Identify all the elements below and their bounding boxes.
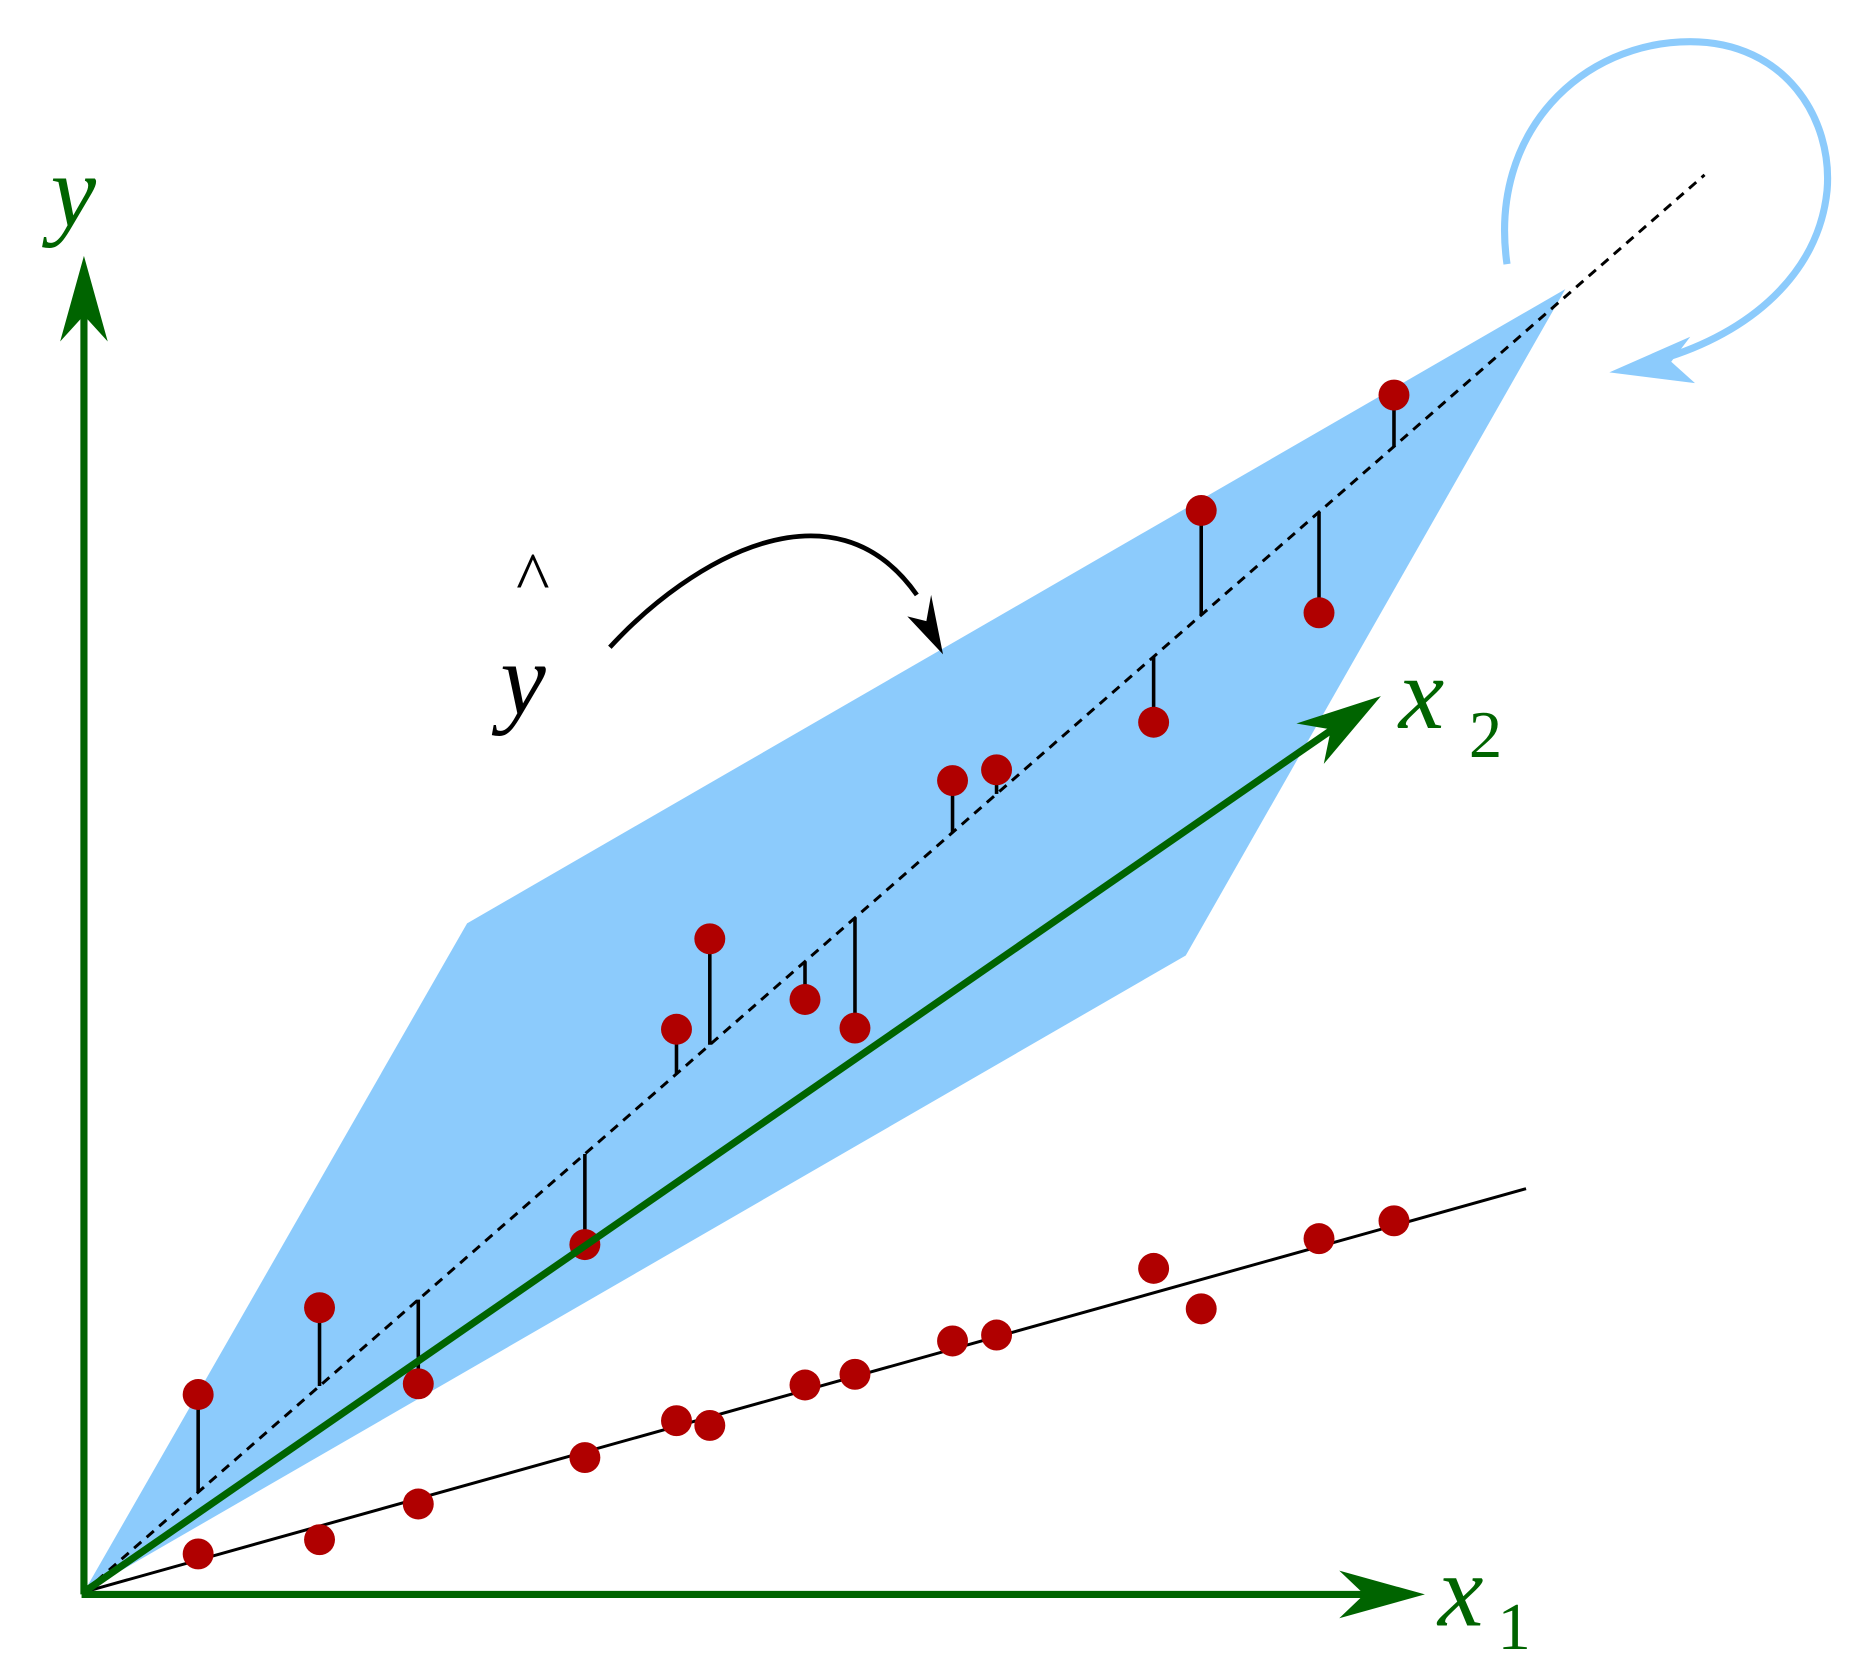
data-point [694, 923, 726, 955]
y-axis-label: y [42, 136, 97, 249]
x2-axis [81, 721, 1342, 1595]
yhat-pointer-arrow [608, 533, 919, 649]
projected-point [1378, 1205, 1410, 1237]
yhat-hat: ^ [515, 538, 550, 617]
projected-point [182, 1538, 214, 1570]
data-point [661, 1013, 692, 1045]
projected-point [569, 1442, 601, 1474]
projected-point [1138, 1252, 1170, 1284]
data-point [182, 1379, 214, 1410]
rotation-arrowhead [1609, 336, 1696, 384]
data-point [1138, 706, 1170, 738]
projected-point [402, 1488, 434, 1520]
data-point [304, 1292, 335, 1324]
x2-axis-subscript: 2 [1469, 699, 1502, 772]
yhat-label: y [491, 624, 546, 737]
data-point [937, 765, 969, 797]
data-point [1185, 494, 1217, 526]
yhat-pointer-arrowhead [907, 594, 944, 655]
data-point [981, 754, 1013, 786]
rotation-arrow [1501, 38, 1832, 363]
data-point [402, 1368, 434, 1400]
projected-point [694, 1409, 726, 1441]
projected-point [981, 1319, 1013, 1351]
x2-axis-arrowhead [1296, 696, 1381, 764]
x1-axis-label: x [1436, 1535, 1483, 1648]
projected-point [839, 1358, 871, 1390]
projected-point [1185, 1293, 1217, 1325]
data-point [789, 984, 821, 1015]
x1-axis-subscript: 1 [1497, 1591, 1530, 1664]
projected-point [661, 1405, 692, 1437]
projected-point [1303, 1223, 1335, 1255]
projected-point [789, 1369, 821, 1401]
data-point [839, 1012, 871, 1044]
fitted-line-dashed [82, 173, 1706, 1594]
projected-point [937, 1325, 969, 1357]
x2-axis-label: x [1397, 638, 1444, 751]
data-point [1378, 379, 1410, 411]
fitted-plane [83, 289, 1566, 1593]
x1-axis-arrowhead [1339, 1570, 1425, 1619]
projected-point [304, 1524, 335, 1556]
data-point [1303, 597, 1335, 629]
y-axis-arrowhead [60, 255, 108, 342]
data-points [182, 379, 1410, 1570]
